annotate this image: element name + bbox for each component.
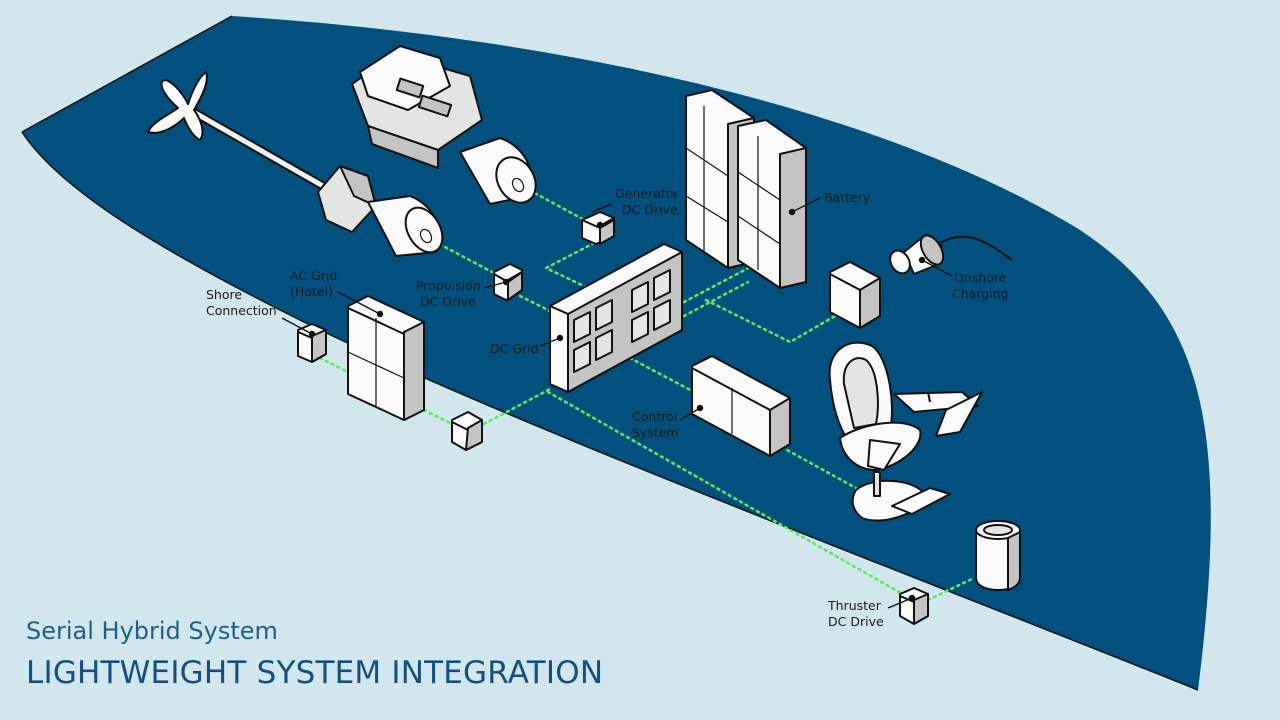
diagram-title: LIGHTWEIGHT SYSTEM INTEGRATION [26, 655, 604, 691]
thruster-dc-drive-box [899, 587, 929, 625]
label-leaders [281, 197, 953, 609]
conn-control-chair [774, 442, 858, 490]
conn-propulsion-drive-dcgrid [518, 294, 554, 314]
diagram-subtitle: Serial Hybrid System [26, 617, 278, 645]
shore-connection-box [297, 323, 327, 363]
control-system-cabinet [691, 355, 791, 457]
label-dc-grid: DC Grid [490, 341, 539, 356]
label-propulsion-dc-drive: Propulsion DC Drive [416, 278, 485, 309]
engine [351, 45, 537, 205]
conn-thruster-motor [926, 576, 976, 602]
label-shore-connection: Shore Connection [206, 287, 277, 318]
label-battery: Battery [824, 190, 871, 205]
ac-grid-cabinet [347, 295, 425, 421]
propulsion-motor [317, 165, 444, 257]
label-ac-grid: AC Grid (Hotel) [290, 268, 341, 299]
conn-battery-dcgrid [682, 262, 758, 304]
label-generator-dc-drive: Generator DC Drive [615, 186, 682, 217]
onshore-charging-plug [889, 234, 1013, 275]
propeller-shaft [147, 71, 335, 195]
conn-shore-acgrid [318, 356, 458, 428]
conn-battery2-dcgrid [682, 280, 750, 318]
onshore-charging-box [829, 261, 881, 329]
conn-thruster [546, 390, 908, 598]
ac-transformer-box [451, 411, 483, 451]
generator-dc-drive-box [581, 211, 615, 245]
label-thruster-dc-drive: Thruster DC Drive [827, 598, 885, 629]
dc-grid-cabinet [549, 243, 683, 393]
label-onshore-charging: Onshore Charging [952, 270, 1010, 301]
battery-racks [685, 89, 807, 289]
propeller [147, 71, 208, 141]
conn-generator-drive-dcgrid [543, 238, 602, 290]
conn-onshore-charging [704, 298, 844, 344]
conn-acgrid [482, 386, 554, 426]
label-control-system: Control System [632, 409, 681, 440]
conn-control-system [628, 356, 696, 394]
thruster-motor [975, 520, 1021, 591]
control-chair [828, 341, 983, 522]
